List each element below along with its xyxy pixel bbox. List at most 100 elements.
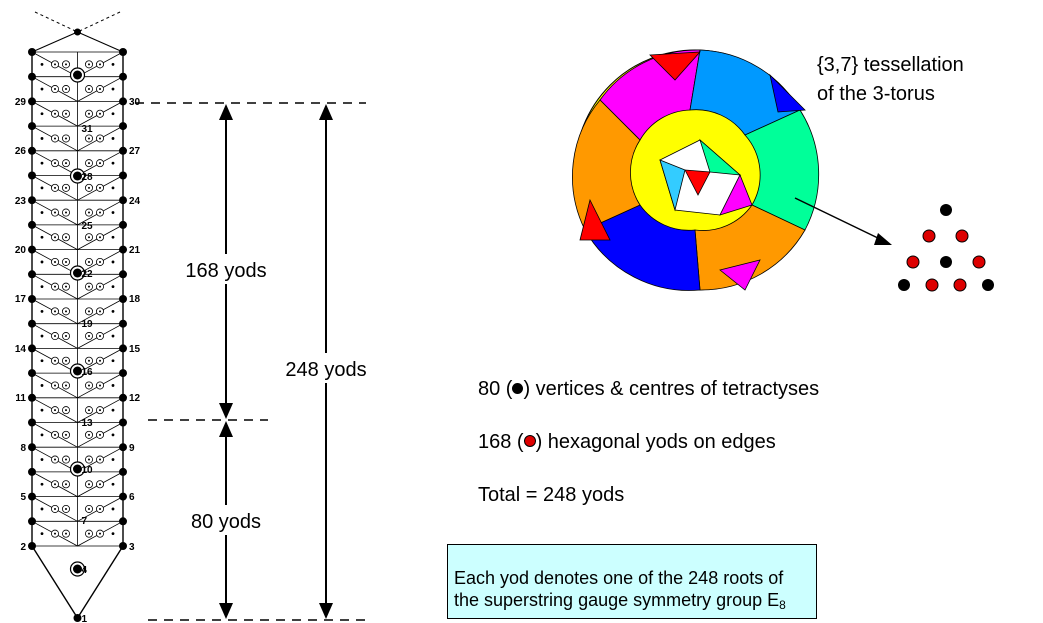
- tree-small-dot: [111, 359, 115, 363]
- tree-node-right: [119, 122, 127, 131]
- note-subscript: 8: [779, 598, 786, 612]
- arrow-80-head-down: [219, 603, 233, 619]
- tree-node-left: [28, 344, 36, 353]
- label-168-yods: 168 yods: [185, 260, 266, 282]
- tree-top-dash-left: [34, 11, 78, 33]
- arrow-248-head-down: [319, 603, 333, 619]
- torus-tri-blue: [769, 73, 806, 113]
- tree-hex-yod-dot: [99, 186, 101, 189]
- tree-hex-yod-dot: [99, 507, 101, 510]
- tree-number-left: 8: [20, 443, 26, 454]
- tree-number-right: 12: [129, 393, 141, 404]
- tree-node-left: [28, 319, 36, 328]
- tetractys-black-yod: [898, 279, 910, 291]
- tetractys-red-yod: [906, 255, 920, 269]
- tree-hex-yod-dot: [99, 260, 101, 263]
- tree-hex-yod-dot: [88, 63, 90, 66]
- tetractys-red-yod: [925, 278, 939, 292]
- note-box: Each yod denotes one of the 248 roots of…: [447, 544, 817, 619]
- legend-black-suffix: ) vertices & centres of tetractyses: [523, 378, 820, 400]
- black-dot-icon: [512, 383, 524, 394]
- tree-hex-yod-dot: [88, 112, 90, 115]
- torus-title-line1: {3,7} tessellation: [817, 54, 964, 76]
- tree-hex-yod-dot: [88, 409, 90, 412]
- tree-small-dot: [40, 87, 44, 91]
- tree-small-dot: [111, 87, 115, 91]
- tree-small-dot: [40, 161, 44, 165]
- tree-number-left: 14: [15, 344, 27, 355]
- tree-hex-yod-dot: [65, 483, 67, 486]
- tree-number-right: 30: [129, 97, 141, 108]
- tree-small-dot: [40, 137, 44, 140]
- tree-hex-yod-dot: [99, 359, 101, 362]
- tree-hex-yod-dot: [54, 137, 56, 140]
- tree-hex-yod-dot: [65, 137, 67, 140]
- tree-number-center: 4: [82, 565, 88, 576]
- tree-hex-yod-dot: [88, 236, 90, 239]
- tree-hex-yod-dot: [54, 112, 56, 115]
- tree-hex-yod-dot: [65, 532, 67, 535]
- label-80-bg: [178, 505, 278, 535]
- legend-red-suffix: ) hexagonal yods on edges: [535, 431, 776, 453]
- tree-hex-yod-dot: [88, 162, 90, 165]
- note-line1: Each yod denotes one of the 248 roots of: [454, 568, 784, 588]
- tree-node-right: [119, 492, 127, 501]
- tree-hex-yod-dot: [54, 310, 56, 313]
- tetractys-red-yod: [922, 229, 936, 243]
- tree-number-right: 9: [129, 443, 135, 454]
- tree-hex-yod-dot: [54, 186, 56, 189]
- label-80-yods: 80 yods: [191, 511, 261, 533]
- tree-small-dot: [40, 334, 44, 338]
- tree-small-dot: [111, 408, 115, 412]
- tree-small-dot: [40, 384, 44, 387]
- tree-hex-yod-dot: [54, 260, 56, 263]
- tree-node-right: [119, 48, 127, 56]
- tree-number-center: 1: [82, 614, 88, 623]
- tree-small-dot: [111, 161, 115, 165]
- torus-tri-red-center: [684, 169, 711, 196]
- tree-small-dot: [40, 482, 44, 486]
- tree-hex-yod-dot: [54, 384, 56, 387]
- tree-small-dot: [111, 285, 115, 289]
- arrow-168-head-down: [219, 403, 233, 419]
- tree-hex-yod-dot: [65, 285, 67, 288]
- tree-number-right: 15: [129, 344, 141, 355]
- torus-band-orange-left: [572, 99, 641, 231]
- tree-small-dot: [111, 384, 115, 387]
- tree-number-right: 3: [129, 542, 135, 553]
- tree-hex-yod-dot: [54, 335, 56, 338]
- tree-hex-yod-dot: [54, 359, 56, 362]
- tetractys-red-yod: [955, 229, 969, 243]
- tree-hex-yod-dot: [54, 88, 56, 91]
- tree-hex-yod-dot: [99, 211, 101, 214]
- tetractys-black-yod: [940, 204, 952, 216]
- tree-number-left: 23: [15, 196, 27, 207]
- legend-black-yods: 80 () vertices & centres of tetractyses: [478, 378, 819, 401]
- tree-node-left: [28, 369, 36, 378]
- tree-node-left: [28, 97, 36, 106]
- tree-small-dot: [111, 532, 115, 536]
- tree-small-dot: [111, 309, 115, 313]
- tree-node-left: [28, 393, 36, 402]
- tree-node-right: [119, 72, 127, 81]
- tree-small-dot: [111, 112, 115, 116]
- arrow-168-head-up: [219, 104, 233, 120]
- tree-small-dot: [111, 482, 115, 486]
- arrow-80-head-up: [219, 421, 233, 437]
- tree-small-dot: [40, 62, 44, 66]
- tree-hex-yod-dot: [88, 285, 90, 288]
- tree-hex-yod-dot: [65, 458, 67, 461]
- torus-tri-red-left: [579, 198, 611, 241]
- tree-hex-yod-dot: [88, 483, 90, 486]
- tree-hex-yod-dot: [65, 88, 67, 91]
- arrow-248-head-up: [319, 104, 333, 120]
- tree-small-dot: [40, 112, 44, 116]
- tree-node-right: [119, 344, 127, 353]
- tree-node-right: [119, 542, 127, 550]
- tree-number-right: 18: [129, 294, 141, 305]
- tree-hex-yod-dot: [65, 384, 67, 387]
- tree-small-dot: [40, 532, 44, 536]
- tree-number-center: 10: [82, 465, 94, 476]
- tree-point-left: [31, 545, 79, 619]
